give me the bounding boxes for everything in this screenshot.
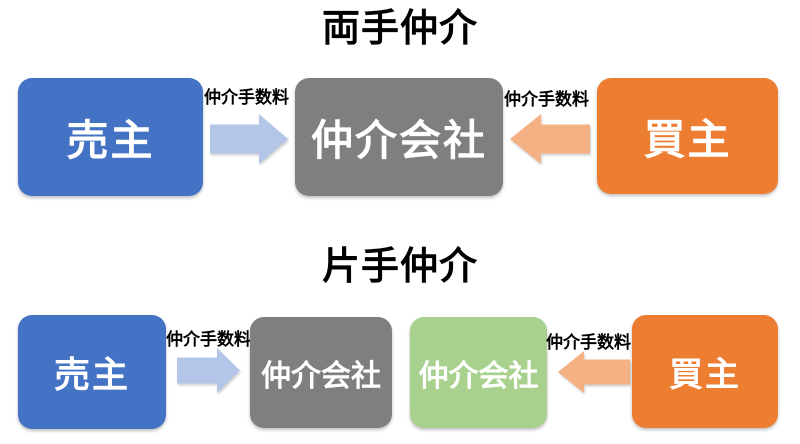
ryote-seller-label: 売主 bbox=[66, 116, 155, 164]
katate-section-title: 片手仲介 bbox=[321, 246, 478, 288]
left-arrow-shape bbox=[558, 351, 630, 393]
katate-buyer-label: 買主 bbox=[669, 356, 741, 394]
katate-buyer-side-broker-box: 仲介会社 bbox=[410, 317, 547, 428]
left-arrow-icon bbox=[558, 351, 630, 393]
right-arrow-icon bbox=[177, 348, 240, 393]
ryote-buyer-box: 買主 bbox=[597, 78, 778, 194]
katate-fee-left-label: 仲介手数料 bbox=[166, 330, 251, 349]
ryote-section-title: 両手仲介 bbox=[321, 8, 478, 50]
ryote-buyer-label: 買主 bbox=[643, 115, 732, 163]
katate-buyer-box: 買主 bbox=[632, 315, 778, 428]
katate-buyer-side-broker-label: 仲介会社 bbox=[418, 359, 539, 393]
katate-fee-right-label: 仲介手数料 bbox=[546, 333, 631, 352]
ryote-fee-right-label: 仲介手数料 bbox=[504, 90, 589, 109]
ryote-fee-left-label: 仲介手数料 bbox=[204, 88, 289, 107]
left-arrow-shape bbox=[510, 114, 590, 164]
katate-seller-label: 売主 bbox=[53, 354, 130, 395]
katate-seller-side-broker-label: 仲介会社 bbox=[261, 359, 381, 393]
katate-seller-side-broker-box: 仲介会社 bbox=[250, 317, 392, 428]
katate-seller-box: 売主 bbox=[18, 315, 166, 429]
right-arrow-shape bbox=[177, 348, 240, 393]
left-arrow-icon bbox=[510, 114, 590, 164]
ryote-broker-label: 仲介会社 bbox=[310, 116, 487, 164]
right-arrow-shape bbox=[210, 114, 288, 164]
right-arrow-icon bbox=[210, 114, 288, 164]
ryote-broker-box: 仲介会社 bbox=[295, 78, 503, 196]
ryote-seller-box: 売主 bbox=[18, 78, 203, 196]
